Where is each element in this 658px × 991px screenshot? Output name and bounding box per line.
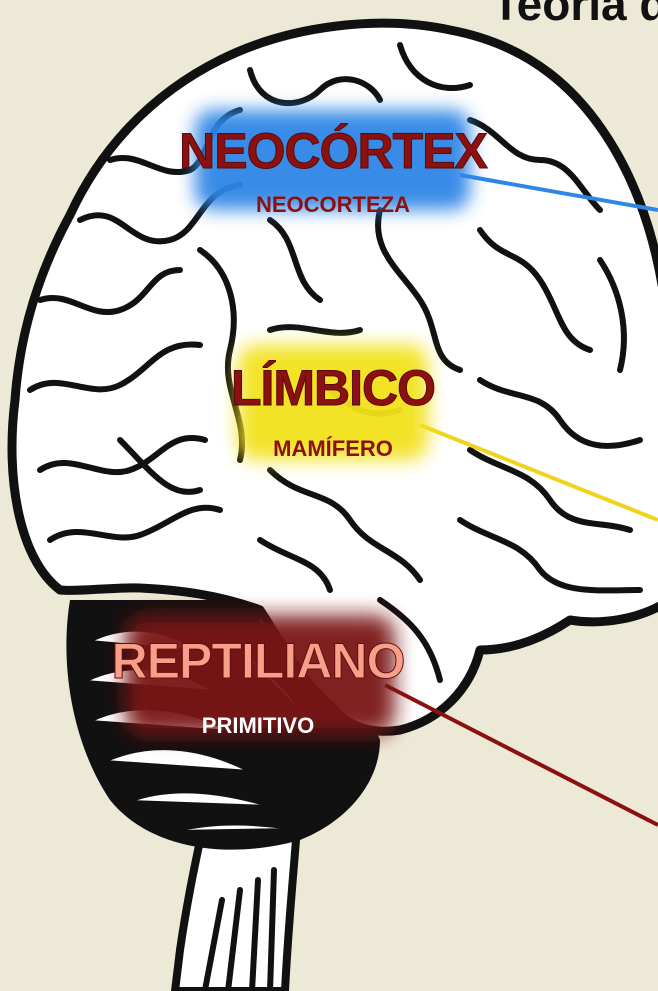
neocortex-pointer-line [459,173,658,212]
limbico-label-group: LÍMBICO MAMÍFERO [230,345,437,461]
title-fragment: Teoría d [492,0,658,30]
reptiliano-pointer-line [384,683,658,827]
neocortex-sublabel: NEOCORTEZA [256,192,410,217]
limbico-sublabel: MAMÍFERO [273,436,393,461]
reptiliano-label: REPTILIANO [112,633,405,689]
neocortex-label: NEOCÓRTEX [179,123,487,179]
reptiliano-label-group: REPTILIANO PRIMITIVO [111,615,406,738]
reptiliano-sublabel: PRIMITIVO [202,713,314,738]
limbico-pointer-line [419,423,658,522]
neocortex-label-group: NEOCÓRTEX NEOCORTEZA [179,110,489,217]
limbico-label: LÍMBICO [231,360,435,416]
